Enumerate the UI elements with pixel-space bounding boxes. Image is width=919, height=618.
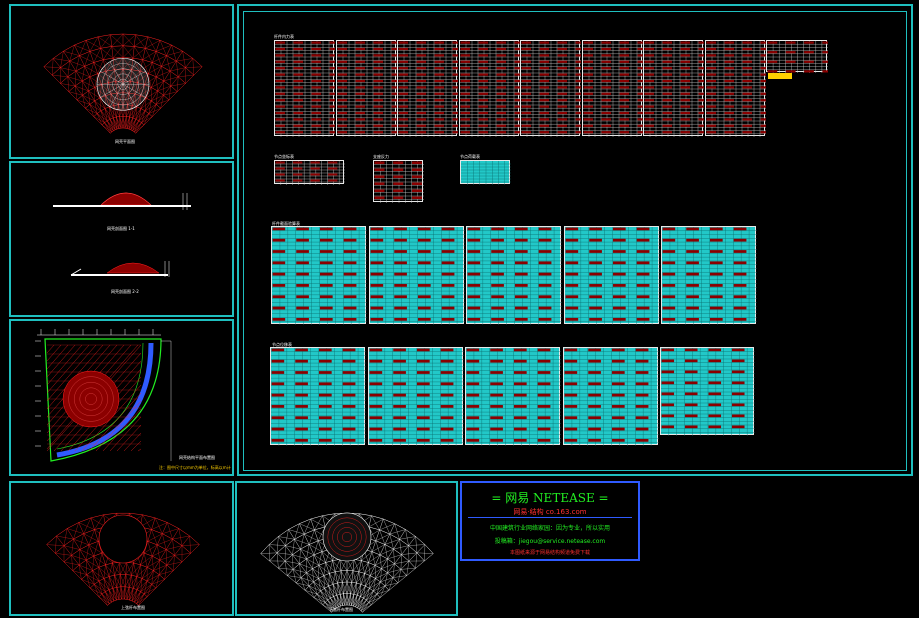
panel-fan-bottom-left: 上弦杆布置图 [9, 481, 234, 616]
data-table [336, 40, 396, 136]
data-table [271, 226, 366, 324]
site-plan-caption-1: 网壳结构平面布置图 [179, 455, 215, 461]
panel-fan-bottom-mid: 下弦杆布置图 [235, 481, 458, 616]
panel-fan-plan-top: 网壳平面图 [9, 4, 234, 159]
logo-footer: 本图纸来源于网易结构频道免费下载 [462, 549, 638, 556]
logo-title: = 网易 NETEASE = [462, 489, 638, 506]
data-table [270, 347, 365, 445]
data-table [705, 40, 765, 136]
data-table [274, 40, 334, 136]
data-table [660, 347, 754, 435]
data-table [368, 347, 463, 445]
group4-title: 节点位移表 [272, 342, 292, 348]
data-table [564, 226, 659, 324]
data-table [520, 40, 580, 136]
netease-logo-box: = 网易 NETEASE = 网易·结构 co.163.com 中国建筑行业网络… [460, 481, 640, 561]
group1-title: 杆件内力表 [274, 34, 294, 40]
section-b-caption: 网壳剖面图 2-2 [111, 289, 139, 295]
data-table [766, 40, 827, 72]
data-table [465, 347, 560, 445]
data-table [373, 160, 423, 202]
data-table [661, 226, 756, 324]
highlight-note [768, 73, 792, 79]
panel-sections: 网壳剖面图 1-1 网壳剖面图 2-2 [9, 161, 234, 317]
group2-title-2: 支座反力 [373, 154, 389, 160]
data-table [459, 40, 519, 136]
logo-subtitle: 网易·结构 co.163.com [462, 507, 638, 517]
fan-plan-top-caption: 网壳平面图 [115, 139, 135, 145]
group3-title: 杆件截面验算表 [272, 221, 300, 227]
data-table [397, 40, 457, 136]
fan-bottom-left-caption: 上弦杆布置图 [121, 605, 145, 611]
data-table [643, 40, 703, 136]
section-a-caption: 网壳剖面图 1-1 [107, 226, 135, 232]
data-table [582, 40, 642, 136]
data-table [563, 347, 658, 445]
data-table [274, 160, 344, 184]
logo-email: 投稿箱：jiegou@service.netease.com [462, 536, 638, 545]
fan-bottom-left-drawing [11, 483, 236, 618]
panel-site-plan: 网壳结构平面布置图 注：图中尺寸以mm为单位，标高以m计 [9, 319, 234, 476]
site-plan-caption-2: 注：图中尺寸以mm为单位，标高以m计 [159, 465, 231, 471]
fan-plan-top-drawing [11, 6, 236, 161]
data-table [466, 226, 561, 324]
logo-slogan: 中国建筑行业网络家园：因为专业，所以实用 [462, 523, 638, 532]
group2-title-1: 节点坐标表 [274, 154, 294, 160]
data-table [460, 160, 510, 184]
group2-title-3: 节点荷载表 [460, 154, 480, 160]
data-table [369, 226, 464, 324]
logo-divider [468, 517, 632, 518]
fan-bottom-mid-drawing [237, 483, 460, 618]
fan-bottom-mid-caption: 下弦杆布置图 [329, 607, 353, 613]
section-drawings [11, 163, 236, 319]
